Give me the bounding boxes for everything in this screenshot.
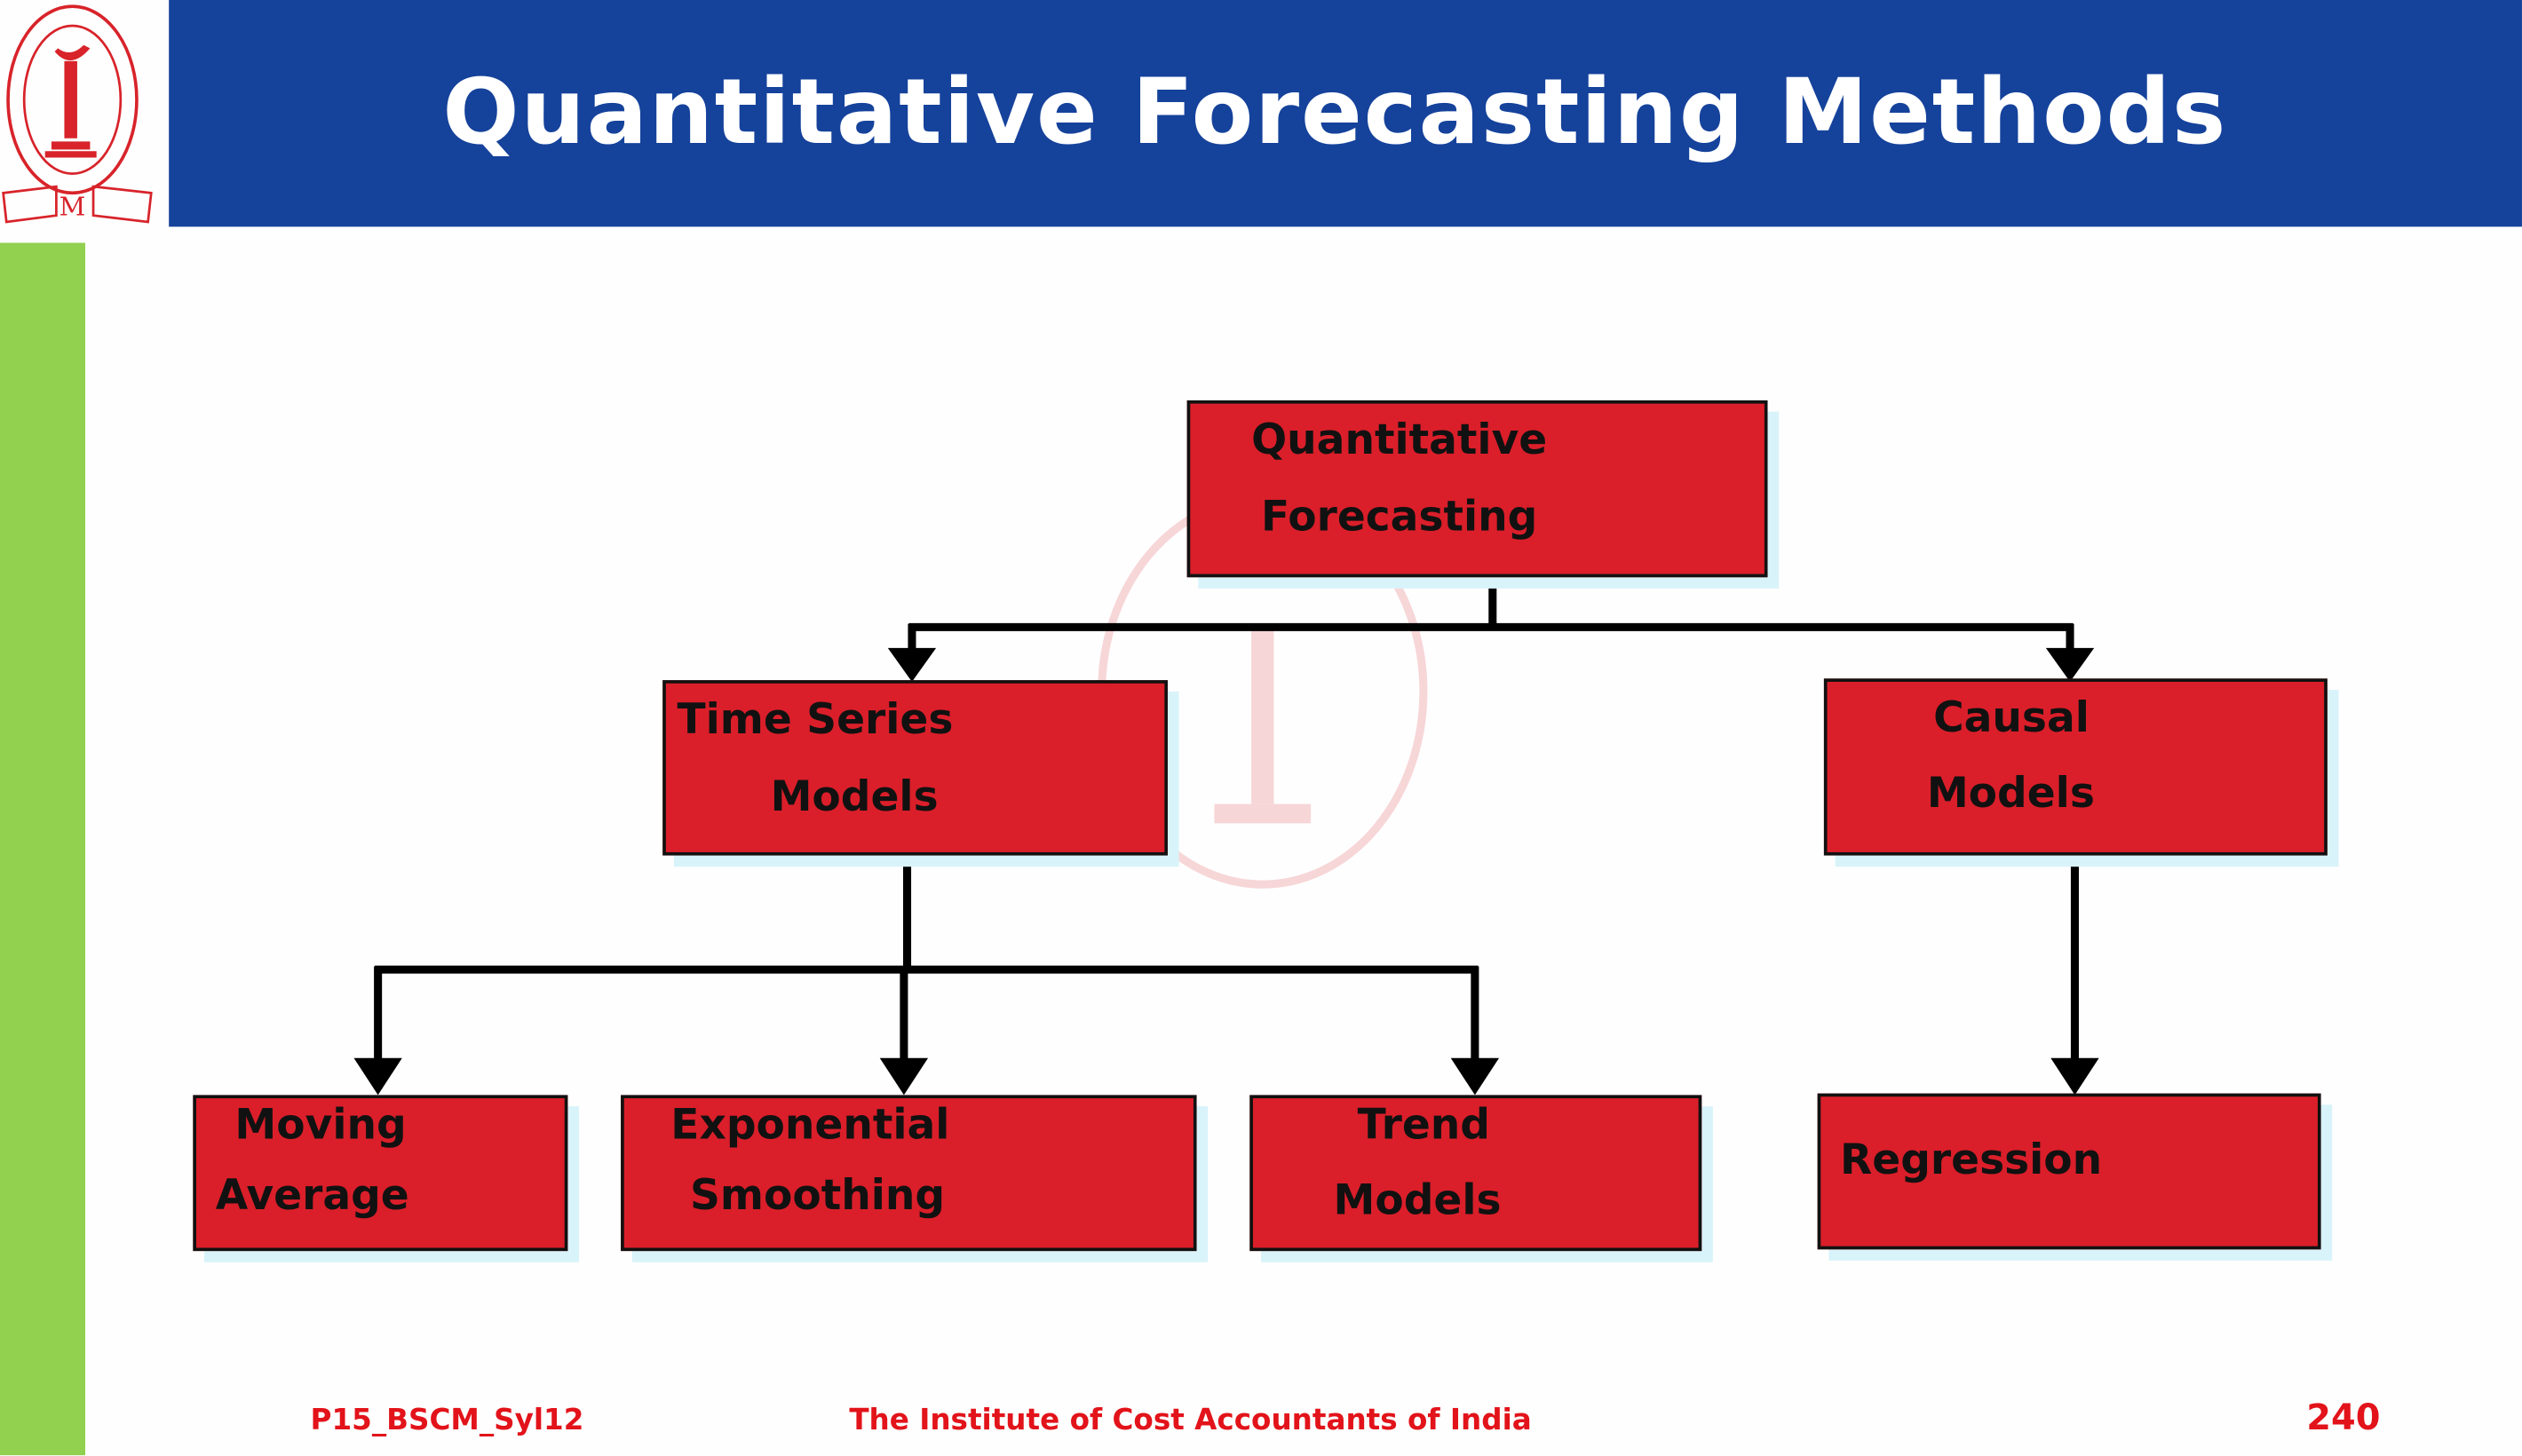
node-label: Models — [1333, 1176, 1502, 1226]
node-label: Moving — [234, 1101, 407, 1151]
node-regression: Regression — [1817, 1093, 2321, 1250]
footer-institute: The Institute of Cost Accountants of Ind… — [849, 1404, 1532, 1438]
node-quantitative-forecasting: Quantitative Forecasting — [1186, 400, 1768, 578]
node-label: Models — [1926, 770, 2095, 819]
page-number: 240 — [2306, 1398, 2381, 1440]
node-moving-average: Moving Average — [193, 1095, 568, 1252]
accent-bar — [0, 242, 85, 1456]
header-bar — [169, 0, 2522, 227]
page-title: Quantitative Forecasting Methods — [442, 60, 2228, 166]
footer-course-code: P15_BSCM_Syl12 — [310, 1404, 584, 1438]
node-label: Regression — [1840, 1136, 2103, 1185]
node-time-series-models: Time Series Models — [662, 680, 1168, 856]
node-label: Trend — [1357, 1101, 1491, 1151]
node-label: Models — [770, 773, 939, 822]
node-trend-models: Trend Models — [1249, 1095, 1702, 1252]
node-label: Causal — [1933, 694, 2090, 743]
institute-logo: M — [0, 0, 161, 228]
node-label: Average — [215, 1172, 409, 1221]
node-label: Quantitative — [1251, 416, 1548, 465]
svg-text:M: M — [59, 192, 86, 222]
node-label: Forecasting — [1260, 494, 1538, 542]
node-label: Exponential — [670, 1101, 950, 1151]
node-label: Time Series — [677, 696, 954, 745]
node-exponential-smoothing: Exponential Smoothing — [621, 1095, 1197, 1252]
node-causal-models: Causal Models — [1823, 678, 2328, 856]
node-label: Smoothing — [690, 1172, 946, 1221]
